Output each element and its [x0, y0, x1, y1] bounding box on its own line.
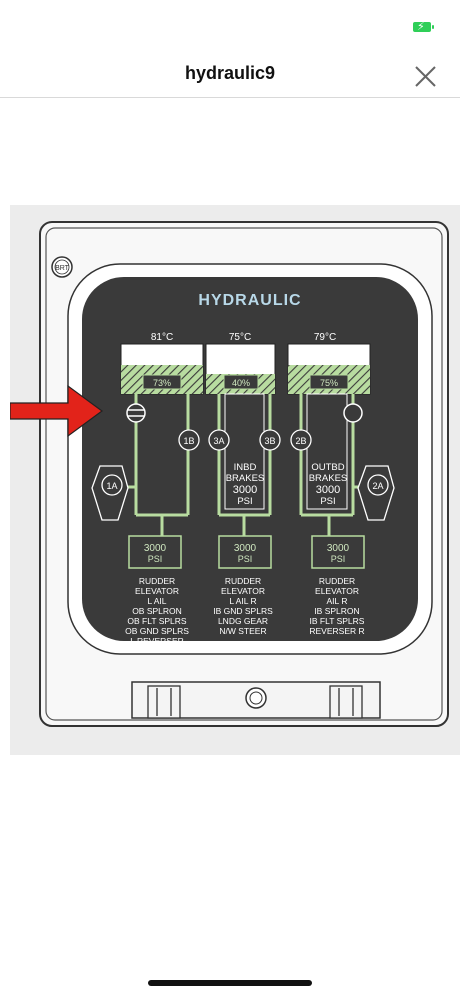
pump-1b-icon: 1B: [178, 429, 200, 451]
pump-3b-icon: 3B: [259, 429, 281, 451]
sys2-shutoff-valve-icon: [343, 403, 363, 423]
pump-2b-label: 2B: [295, 436, 306, 446]
reservoir-1: 73%: [120, 343, 204, 395]
svg-text:3000: 3000: [316, 484, 340, 496]
svg-text:3000: 3000: [233, 484, 257, 496]
engine-pump-1a-label: 1A: [106, 481, 117, 491]
svg-text:IB SPLRON: IB SPLRON: [314, 606, 359, 616]
sys2-inner-box: [306, 393, 348, 510]
svg-text:RUDDER: RUDDER: [225, 576, 261, 586]
sys3-users-list: RUDDER ELEVATOR L AIL R IB GND SPLRS LND…: [213, 576, 273, 636]
sys2-users-list: RUDDER ELEVATOR AIL R IB SPLRON IB FLT S…: [309, 576, 364, 636]
battery-charging-icon: ⚡: [413, 20, 434, 33]
hydraulic-panel-image: BRT HYDRAULIC 81°C 75°C 79°C 73%: [10, 205, 460, 755]
pump-1b-label: 1B: [183, 436, 194, 446]
page-title: hydraulic9: [184, 63, 276, 83]
sys1-qty: 73%: [153, 378, 171, 388]
svg-text:PSI: PSI: [320, 496, 335, 507]
pump-3a-label: 3A: [213, 436, 224, 446]
sys3-psi-box: 3000 PSI: [218, 535, 272, 569]
svg-text:L REVERSER: L REVERSER: [130, 636, 184, 646]
sys1-shutoff-valve-icon: [126, 403, 146, 423]
svg-text:OB FLT SPLRS: OB FLT SPLRS: [127, 616, 187, 626]
pump-3a-icon: 3A: [208, 429, 230, 451]
engine-pump-2a-icon: 2A: [357, 465, 395, 521]
svg-text:IB GND SPLRS: IB GND SPLRS: [213, 606, 273, 616]
close-icon: [415, 66, 436, 87]
svg-text:ELEVATOR: ELEVATOR: [135, 586, 179, 596]
close-button[interactable]: [408, 60, 442, 94]
sys3-inner-box: [224, 393, 265, 510]
sys2-psi-box: 3000 PSI: [311, 535, 365, 569]
sys3-temp: 75°C: [229, 332, 251, 343]
svg-text:3000: 3000: [327, 543, 350, 554]
brt-label: BRT: [55, 265, 70, 272]
svg-text:ELEVATOR: ELEVATOR: [221, 586, 265, 596]
sys3-qty: 40%: [232, 378, 250, 388]
engine-pump-2a-label: 2A: [372, 481, 383, 491]
svg-text:OB SPLRON: OB SPLRON: [132, 606, 182, 616]
right-latch: [329, 685, 363, 719]
left-latch: [147, 685, 181, 719]
svg-text:OB GND SPLRS: OB GND SPLRS: [125, 626, 189, 636]
svg-text:RUDDER: RUDDER: [319, 576, 355, 586]
hydraulic-panel-graphic: BRT HYDRAULIC 81°C 75°C 79°C 73%: [10, 221, 449, 727]
engine-pump-1a-icon: 1A: [91, 465, 129, 521]
svg-text:3000: 3000: [144, 543, 167, 554]
sys1-temp: 81°C: [151, 332, 173, 343]
svg-text:BRAKES: BRAKES: [226, 473, 265, 484]
svg-text:PSI: PSI: [237, 496, 252, 507]
svg-text:LNDG GEAR: LNDG GEAR: [218, 616, 268, 626]
svg-text:L AIL R: L AIL R: [229, 596, 256, 606]
navigation-header: hydraulic9: [0, 50, 460, 98]
svg-text:PSI: PSI: [331, 554, 346, 564]
svg-text:IB FLT SPLRS: IB FLT SPLRS: [310, 616, 365, 626]
sys2-qty: 75%: [320, 378, 338, 388]
red-arrow-icon: [10, 384, 104, 438]
svg-text:REVERSER R: REVERSER R: [309, 626, 364, 636]
svg-text:L AIL: L AIL: [147, 596, 166, 606]
svg-text:N/W STEER: N/W STEER: [219, 626, 266, 636]
svg-text:RUDDER: RUDDER: [139, 576, 175, 586]
panel-title: HYDRAULIC: [198, 292, 301, 309]
pump-3b-label: 3B: [264, 436, 275, 446]
status-bar: ⚡: [0, 0, 460, 50]
bezel-inner: [45, 227, 443, 721]
center-screw-icon: [245, 687, 267, 709]
sys1-psi-box: 3000 PSI: [128, 535, 182, 569]
svg-text:PSI: PSI: [148, 554, 163, 564]
sys1-users-list: RUDDER ELEVATOR L AIL OB SPLRON OB FLT S…: [125, 576, 189, 646]
inbd-brakes-text: INBD BRAKES 3000 PSI: [226, 462, 265, 507]
reservoir-2: 75%: [287, 343, 371, 395]
outbd-brakes-text: OUTBD BRAKES 3000 PSI: [309, 462, 348, 507]
svg-text:INBD: INBD: [234, 462, 257, 473]
svg-text:PSI: PSI: [238, 554, 253, 564]
svg-text:ELEVATOR: ELEVATOR: [315, 586, 359, 596]
home-indicator[interactable]: [148, 980, 312, 986]
reservoir-3: 40%: [205, 343, 276, 395]
pump-2b-icon: 2B: [290, 429, 312, 451]
svg-text:OUTBD: OUTBD: [311, 462, 344, 473]
svg-text:AIL R: AIL R: [327, 596, 348, 606]
svg-text:3000: 3000: [234, 543, 257, 554]
sys2-temp: 79°C: [314, 332, 336, 343]
svg-text:BRAKES: BRAKES: [309, 473, 348, 484]
